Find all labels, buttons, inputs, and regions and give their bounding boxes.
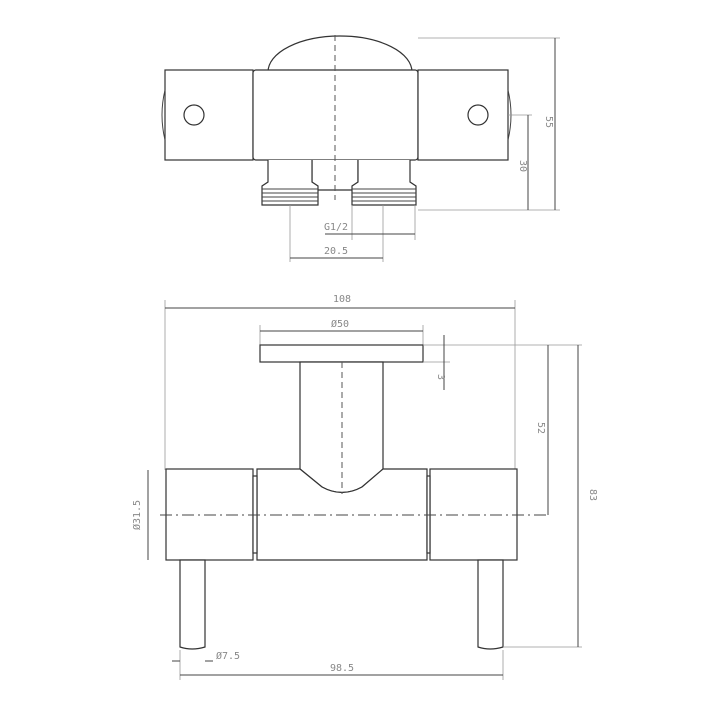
left-block <box>164 69 254 161</box>
dim-98-5: 98.5 <box>330 663 354 674</box>
threads <box>262 188 416 202</box>
front-view: 108 Ø50 3 Ø31.5 52 83 Ø7.5 98.5 <box>131 294 598 680</box>
dim-body-diameter: Ø31.5 <box>131 500 143 530</box>
dim-handle-diameter: Ø50 <box>331 318 349 330</box>
dim-leg-diameter: Ø7.5 <box>216 650 240 662</box>
dome <box>267 35 413 73</box>
right-nipple <box>351 160 417 206</box>
right-block <box>417 69 509 161</box>
dim-thread: G1/2 <box>324 222 348 233</box>
dim-20-5: 20.5 <box>324 246 348 257</box>
handle-disk <box>259 344 424 363</box>
left-nipple <box>261 160 319 206</box>
dim-55: 55 <box>543 116 554 128</box>
right-hole <box>467 104 489 126</box>
left-end-bulge <box>161 89 166 141</box>
dim-83: 83 <box>587 489 598 501</box>
dim-3: 3 <box>435 374 446 380</box>
dim-52: 52 <box>535 422 546 434</box>
top-view: 55 30 G1/2 20.5 <box>161 35 560 262</box>
leg-right <box>477 559 504 650</box>
dim-108: 108 <box>333 294 351 305</box>
dim-30: 30 <box>517 160 528 172</box>
leg-left <box>179 559 206 650</box>
left-hole <box>183 104 205 126</box>
